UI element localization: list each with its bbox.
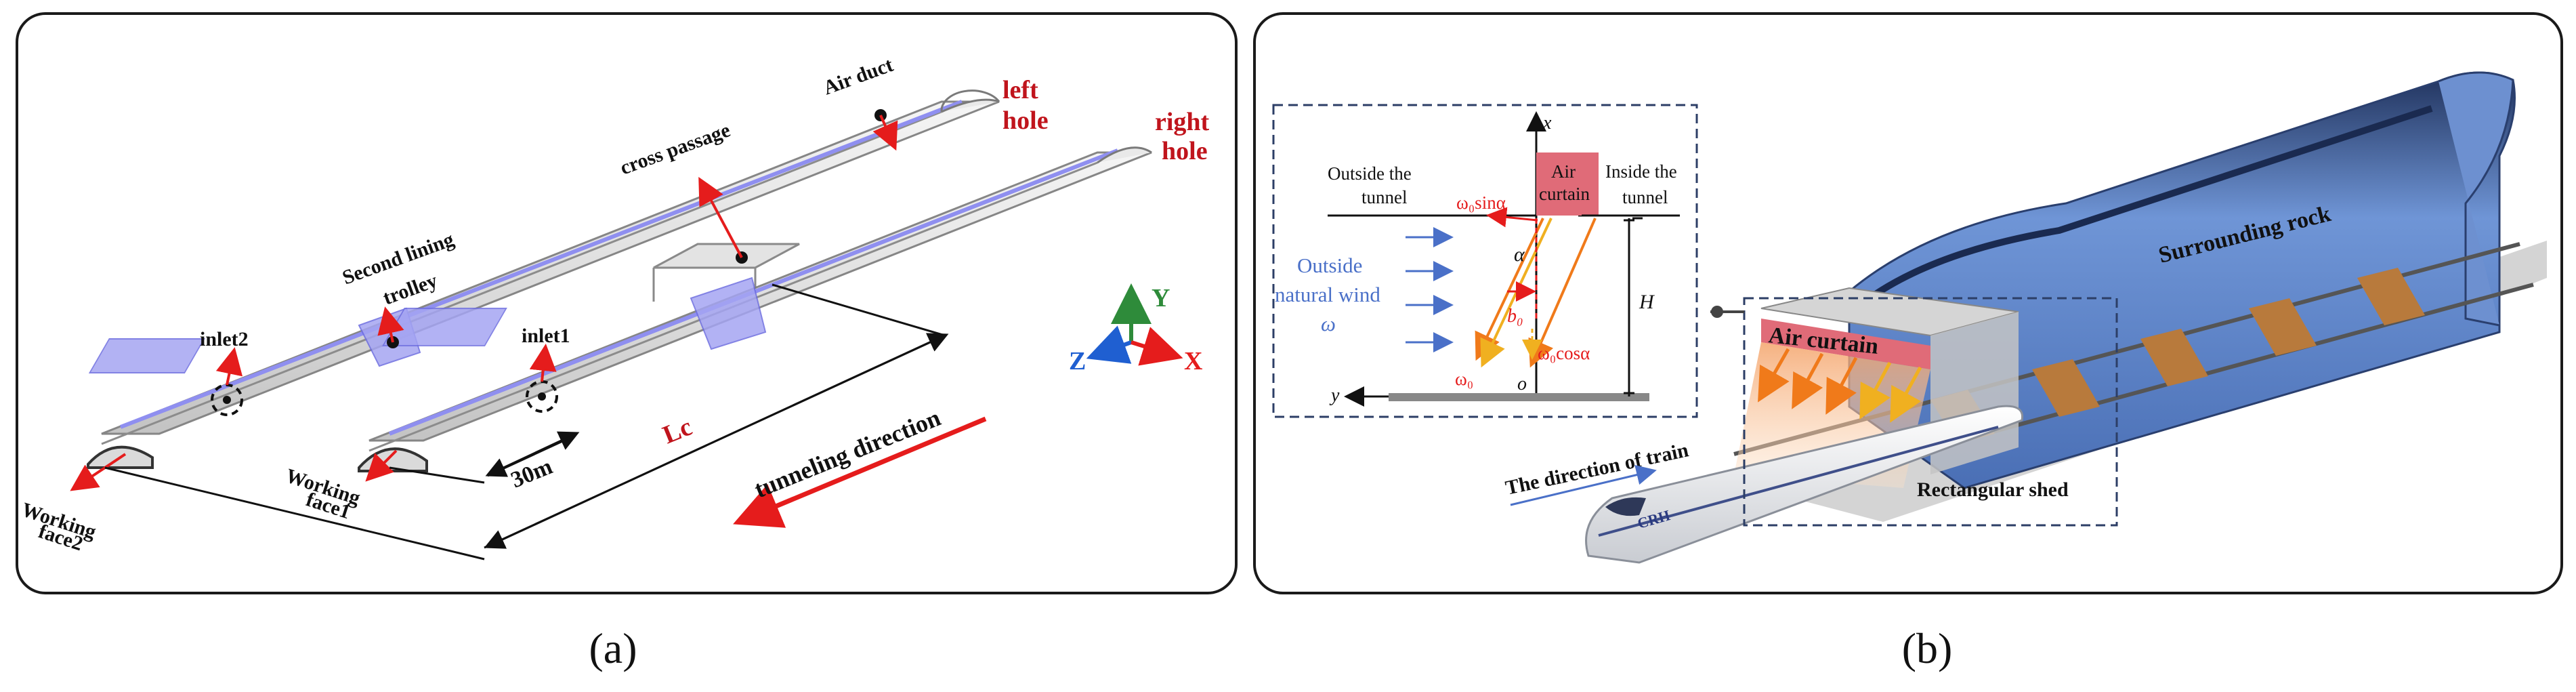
inset-outside-tunnel-2: tunnel xyxy=(1361,187,1408,207)
inset-outside-tunnel: Outside the xyxy=(1328,163,1412,184)
left-tunnel xyxy=(87,89,1000,469)
panel-a: Y Z X left hole right hole Air duct cros… xyxy=(16,12,1238,672)
air-curtain-arrows xyxy=(1758,348,1922,423)
inset-inside-tunnel-2: tunnel xyxy=(1622,187,1668,207)
left-hole-label-2: hole xyxy=(1002,106,1049,135)
inset-natural-wind-3: ω xyxy=(1321,312,1336,335)
inset-air-curtain-label-2: curtain xyxy=(1539,184,1590,204)
right-tunnel xyxy=(358,146,1152,472)
inset-w0-sin: ω₀sinα xyxy=(1456,192,1506,213)
panel-b-caption: (b) xyxy=(1902,624,1953,672)
air-curtain-bar xyxy=(1761,319,1930,369)
axis-z-label: Z xyxy=(1069,347,1086,375)
inset-natural-wind: Outside xyxy=(1297,253,1362,277)
left-hole-label: left xyxy=(1002,76,1038,104)
tunneling-direction-arrow xyxy=(733,416,987,528)
panel-b: CRH xyxy=(1253,12,2563,672)
inset-air-curtain xyxy=(1536,152,1599,216)
inset-natural-wind-2: natural wind xyxy=(1275,283,1380,306)
shed-zoom-box xyxy=(1743,297,2118,527)
inset-w0-cos: ω₀cosα xyxy=(1538,343,1590,363)
inset-w0: ω₀ xyxy=(1455,369,1473,389)
panel-a-caption: (a) xyxy=(589,624,637,672)
right-hole-label-2: hole xyxy=(1162,137,1208,165)
cross-passage xyxy=(652,243,800,302)
train-direction-arrow xyxy=(1510,464,1657,506)
axis-y-label: Y xyxy=(1152,284,1170,312)
panel-a-frame xyxy=(16,12,1238,594)
rectangular-shed-label: Rectangular shed xyxy=(1917,479,2069,501)
inset-origin: o xyxy=(1517,373,1527,394)
train: CRH xyxy=(1585,405,2024,564)
inset-diagram: x y o Outside the tunnel Inside the tunn… xyxy=(1272,104,1698,418)
inlet2-label: inlet2 xyxy=(200,328,249,350)
inset-H: H xyxy=(1639,291,1655,313)
inlet1-label: inlet1 xyxy=(522,325,570,347)
inset-air-curtain-label: Air xyxy=(1551,161,1576,182)
coordinate-axes: Y Z X xyxy=(1069,283,1202,375)
axis-x-label: X xyxy=(1184,347,1202,375)
inset-axis-y: y xyxy=(1329,385,1340,406)
inset-b0: b₀ xyxy=(1507,306,1523,327)
inset-axis-x: x xyxy=(1542,113,1552,134)
left-air-duct xyxy=(119,100,963,429)
inset-inside-tunnel: Inside the xyxy=(1605,161,1677,182)
inset-alpha: α xyxy=(1514,243,1525,266)
right-hole-label: right xyxy=(1155,108,1210,136)
